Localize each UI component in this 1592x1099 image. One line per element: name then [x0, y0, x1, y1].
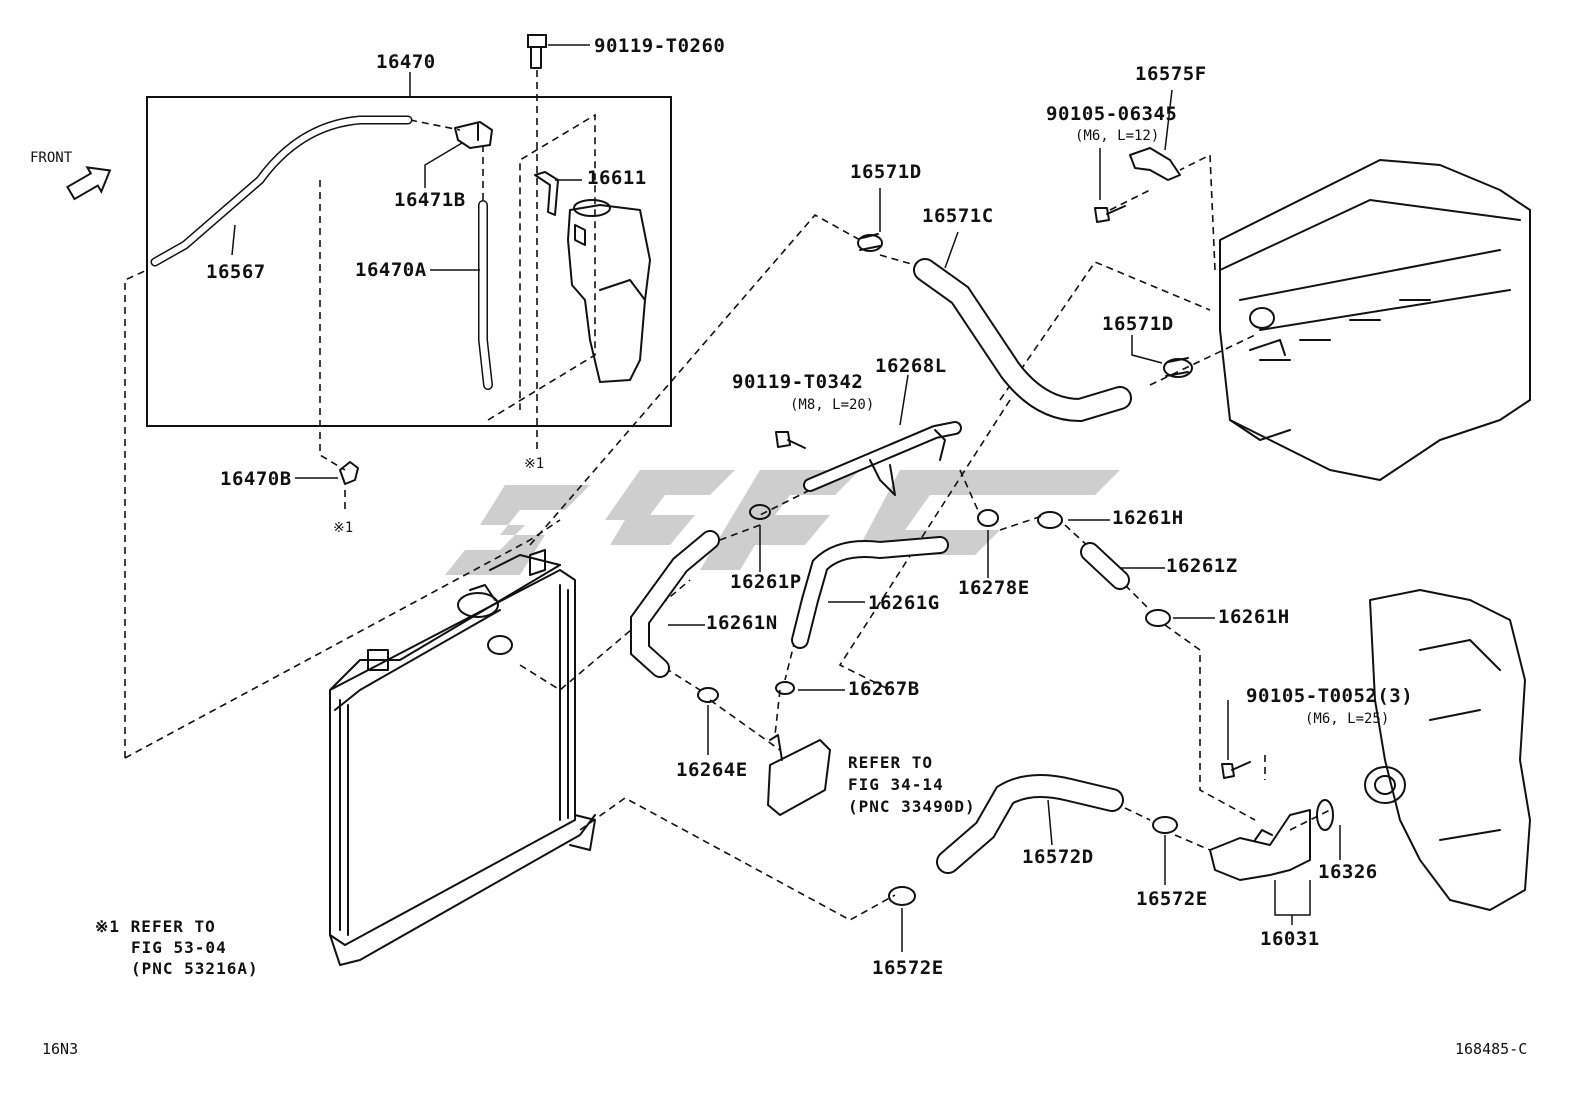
label-16571C: 16571C: [922, 205, 994, 227]
clamp-16261P: [749, 504, 771, 520]
refer-note-line2: FIG 34-14: [848, 775, 944, 794]
label-16575F: 16575F: [1135, 63, 1207, 85]
clamp-16572E-right: [1152, 816, 1178, 834]
label-90105-T0052: 90105-T0052(3): [1246, 685, 1413, 707]
label-16567: 16567: [206, 261, 266, 283]
label-16261Z: 16261Z: [1166, 555, 1238, 577]
label-16572D: 16572D: [1022, 846, 1094, 868]
label-16572E-right: 16572E: [1136, 888, 1208, 910]
radiator: [329, 549, 596, 966]
hose-16572D: [936, 774, 1124, 874]
footnote-line2: FIG 53-04: [131, 938, 227, 957]
bolt-90119-T0260: [527, 34, 547, 69]
timing-cover: [1364, 589, 1531, 911]
label-16261H-upper: 16261H: [1112, 507, 1184, 529]
label-16267B: 16267B: [848, 678, 920, 700]
label-16470B: 16470B: [220, 468, 292, 490]
label-16261G: 16261G: [868, 592, 940, 614]
label-16471B: 16471B: [394, 189, 466, 211]
label-front: FRONT: [30, 150, 73, 166]
leader-lines: [231, 44, 1341, 952]
engine-block: [1219, 159, 1531, 481]
clip-16470B: [339, 461, 359, 485]
pipe-16268L: [803, 421, 962, 496]
bracket-16575F: [1129, 147, 1181, 181]
watermark-logo: [445, 470, 1120, 575]
clamp-16278E: [977, 509, 999, 527]
bolt-90105-06345: [1094, 205, 1126, 223]
assembly-guide-lines: [124, 70, 1331, 921]
clamp-16261H-upper: [1037, 511, 1063, 529]
gasket-16326: [1316, 799, 1334, 831]
clamp-16572E-left: [888, 886, 916, 906]
reservoir-kit-frame: [146, 96, 672, 427]
water-inlet-16031: [1209, 809, 1311, 881]
clamp-16267B: [775, 681, 795, 695]
footnote-line3: (PNC 53216A): [131, 959, 259, 978]
label-16572E-left: 16572E: [872, 957, 944, 979]
oil-cooler: [767, 734, 831, 816]
label-16611: 16611: [587, 167, 647, 189]
label-16261H-lower: 16261H: [1218, 606, 1290, 628]
ref-mark-left: ※1: [333, 520, 353, 536]
label-90119-T0260: 90119-T0260: [594, 35, 725, 57]
label-90119-T0342: 90119-T0342: [732, 371, 863, 393]
label-90105-T0052-spec: (M6, L=25): [1305, 711, 1389, 727]
label-16031: 16031: [1260, 928, 1320, 950]
refer-note-line3: (PNC 33490D): [848, 797, 976, 816]
label-16261P: 16261P: [730, 571, 802, 593]
footnote-line1: ※1 REFER TO: [95, 917, 216, 936]
label-16470A: 16470A: [355, 259, 427, 281]
label-16264E: 16264E: [676, 759, 748, 781]
label-16470: 16470: [376, 51, 436, 73]
bolt-90105-T0052: [1221, 761, 1251, 779]
label-16268L: 16268L: [875, 355, 947, 377]
cap-16471B: [454, 121, 493, 149]
label-90105-06345-spec: (M6, L=12): [1075, 128, 1159, 144]
label-16571D-upper: 16571D: [850, 161, 922, 183]
bolt-90119-T0342: [775, 431, 806, 449]
front-arrow-icon: [66, 166, 112, 201]
label-16261N: 16261N: [706, 612, 778, 634]
clamp-16571D-upper: [857, 233, 883, 252]
hose-16261N: [630, 530, 720, 678]
hose-16470A: [478, 200, 493, 390]
label-90119-T0342-spec: (M8, L=20): [790, 397, 874, 413]
hose-16571C: [913, 258, 1132, 423]
hose-16261G: [791, 536, 949, 649]
label-16326: 16326: [1318, 861, 1378, 883]
diagram-code-right: 168485-C: [1455, 1040, 1527, 1058]
hose-16261Z: [1080, 542, 1130, 590]
ref-mark-top: ※1: [524, 456, 544, 472]
clamp-16264E: [697, 687, 719, 703]
label-16278E: 16278E: [958, 577, 1030, 599]
clamp-16261H-lower: [1145, 609, 1171, 627]
hose-16567: [150, 115, 413, 267]
diagram-code-left: 16N3: [42, 1040, 78, 1058]
reservoir-tank-16611: [534, 171, 651, 383]
label-16571D-lower: 16571D: [1102, 313, 1174, 335]
clamp-16571D-lower: [1163, 357, 1193, 378]
label-90105-06345: 90105-06345: [1046, 103, 1177, 125]
refer-note-line1: REFER TO: [848, 753, 933, 772]
